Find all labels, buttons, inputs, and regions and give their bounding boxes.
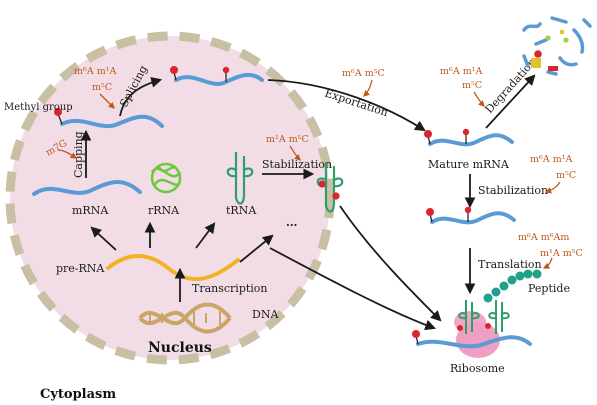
- mature-mrna-label: Mature mRNA: [428, 158, 510, 171]
- pre-rna-label: pre-RNA: [56, 262, 105, 275]
- ellipsis-label: ...: [286, 216, 298, 229]
- ribosome-trna-icon: [458, 300, 510, 334]
- nucleus: [5, 31, 335, 365]
- exportation-modification-label: m⁶A m⁵C: [342, 68, 385, 79]
- stabilized-mrna-strand: [430, 211, 516, 225]
- mature-mrna-strand: [428, 133, 514, 147]
- arrow-pre-rna-to-trna: [195, 222, 216, 249]
- peptide-chain: [483, 269, 542, 303]
- arrow-pre-rna-to-others: [239, 234, 274, 263]
- translation-modification-arrow: [542, 257, 553, 269]
- ribosome-methyl-group-1: [457, 325, 463, 331]
- ribosome-label: Ribosome: [450, 362, 505, 375]
- dna-double-helix: [138, 302, 232, 334]
- arrow-trna-to-ribosome: [339, 205, 442, 322]
- mrna-strand: [32, 180, 142, 196]
- ribosome-methyl-group-2: [485, 323, 491, 329]
- capping-label: Capping: [72, 131, 85, 178]
- nucleus-body: [10, 36, 330, 360]
- trna-methyl-group-2: [332, 192, 340, 200]
- stabilization-modification-label-2: m⁵C: [556, 170, 576, 181]
- degradation-arrow: [485, 74, 536, 129]
- stabilization-modification-arrow: [544, 181, 561, 194]
- ribosome-mrna-strand: [416, 335, 532, 349]
- stabilized-mrna-methyl-group: [464, 206, 472, 214]
- degradation-modification-label-2: m⁵C: [462, 80, 482, 91]
- trna-modification-label: m¹A m⁵C: [266, 134, 309, 145]
- capping-modification-arrow: [57, 149, 78, 159]
- spliced-mrna-methyl-group: [222, 66, 230, 74]
- pre-rna-strand: [106, 254, 240, 282]
- peptide-label: Peptide: [528, 282, 570, 295]
- exportation-modification-arrow: [363, 79, 373, 97]
- trna-icon: [226, 152, 254, 205]
- trna-modification-arrow: [289, 145, 301, 161]
- dna-label: DNA: [252, 308, 279, 321]
- exportation-label: Exportation: [323, 86, 390, 119]
- mrna-label: mRNA: [72, 204, 109, 217]
- splicing-modification-arrow: [99, 93, 115, 109]
- degradation-label: Degradation: [483, 56, 539, 116]
- ribosome-mrna-methyl-cap: [412, 330, 420, 338]
- degradation-modification-arrow: [473, 91, 485, 107]
- splicing-modification-label-1: m⁶A m¹A: [74, 66, 117, 77]
- arrow-rrna-to-ribosome: [269, 247, 437, 331]
- translation-label: Translation: [478, 258, 542, 271]
- nucleus-label: Nucleus: [148, 340, 212, 356]
- mature-mrna-methyl-cap: [424, 130, 432, 138]
- translation-modification-label-2: m¹A m⁵C: [540, 248, 583, 259]
- nucleus-envelope: [5, 31, 335, 365]
- methyl-group-label: Methyl group: [4, 102, 73, 113]
- stabilization-cyto-label: Stabilization: [478, 184, 548, 197]
- spliced-mrna-methyl-cap: [170, 66, 178, 74]
- rrna-label: rRNA: [148, 204, 180, 217]
- trna-label: tRNA: [226, 204, 257, 217]
- stabilized-mrna-methyl-cap: [426, 208, 434, 216]
- cytoplasm-label: Cytoplasm: [40, 387, 116, 402]
- degraded-rna-fragments: [522, 16, 592, 76]
- rrna-icon: [150, 162, 182, 194]
- translation-modification-label-1: m⁶A m⁶Am: [518, 232, 569, 243]
- arrow-pre-rna-to-mrna: [90, 226, 117, 251]
- cap-methyl-group: [54, 108, 62, 116]
- exportation-arrow: [267, 79, 426, 132]
- degradation-modification-label-1: m⁶A m¹A: [440, 66, 483, 77]
- spliced-mrna-strand: [174, 73, 264, 86]
- transcription-label: Transcription: [192, 282, 268, 295]
- capped-mrna-strand: [60, 114, 164, 129]
- splicing-arrow: [119, 77, 163, 117]
- trna-methyl-group-1: [318, 180, 326, 188]
- splicing-modification-label-2: m⁵C: [92, 82, 112, 93]
- mature-mrna-methyl-group: [462, 128, 470, 136]
- stabilization-nucleus-label: Stabilization: [262, 158, 332, 171]
- stabilization-modification-label-1: m⁶A m¹A: [530, 154, 573, 165]
